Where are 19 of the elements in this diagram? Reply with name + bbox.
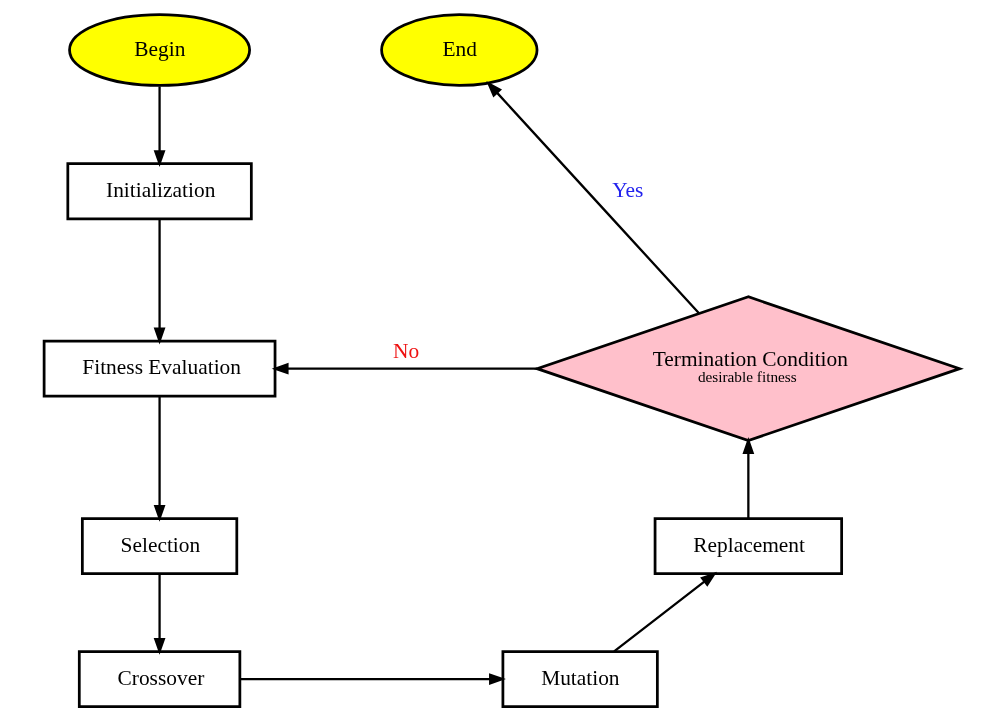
node-ellipse: Begin (67, 13, 251, 87)
node-box: Selection (80, 517, 238, 575)
arrow (271, 362, 537, 375)
arrow (485, 81, 700, 314)
arrow (239, 673, 506, 685)
node-box: Replacement (653, 517, 843, 575)
arrow (612, 571, 717, 653)
node-ellipse: End (379, 13, 538, 87)
arrow (153, 573, 165, 655)
arrow (153, 396, 165, 522)
node-box: Mutation (501, 650, 659, 708)
node-box: Crossover (77, 650, 241, 708)
arrow (741, 437, 754, 519)
edge-label: No (392, 339, 419, 364)
arrow (153, 219, 165, 345)
node-box: Fitness Evaluation (42, 339, 276, 398)
node-box: Initialization (65, 162, 253, 221)
arrow (153, 86, 165, 168)
edge-label: Yes (611, 177, 643, 202)
